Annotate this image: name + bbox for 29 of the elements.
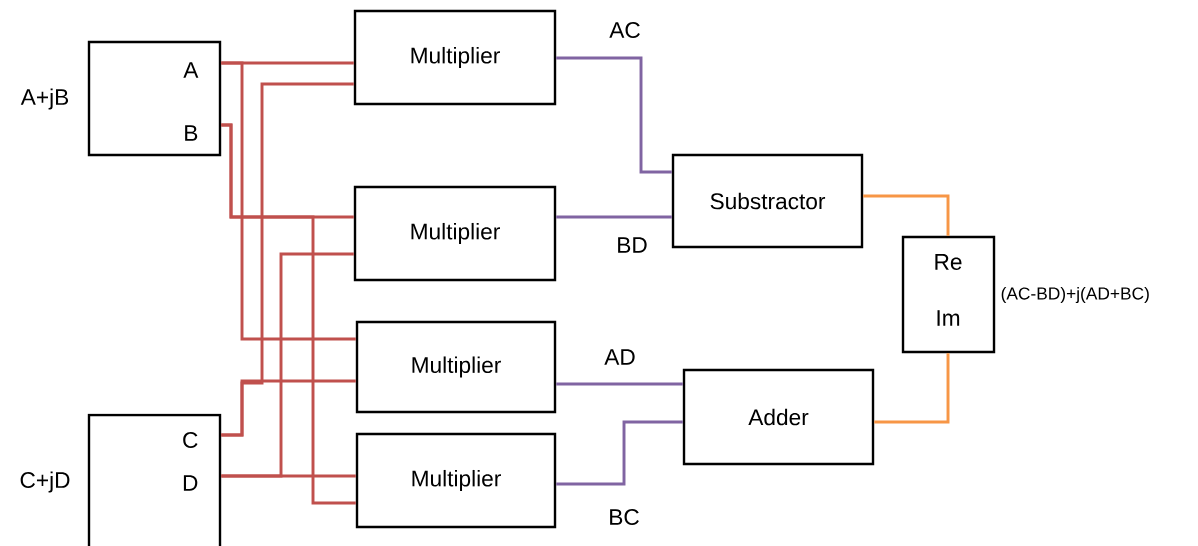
subtractor-box: Substractor [671, 153, 864, 249]
port-label: A [183, 62, 199, 78]
signal-label: Re [935, 254, 962, 270]
wire [863, 194, 950, 236]
signal-label: C+jD [20, 471, 70, 493]
edge-label: BC [606, 507, 642, 527]
wire [874, 353, 950, 424]
adder-box: Adder [682, 368, 875, 466]
wire [556, 382, 683, 386]
multiplier-box: Multiplier [353, 9, 557, 106]
wire [221, 82, 354, 437]
signal-label: (AC-BD)+j(AD+BC) [1001, 286, 1149, 304]
edge-label: AC [607, 20, 643, 40]
wire [221, 252, 354, 478]
multiplier-box: Multiplier [355, 320, 557, 414]
multiplier-box: Multiplier [355, 432, 557, 529]
port-label: D [183, 475, 198, 491]
edge-label: AD [602, 347, 638, 367]
signal-label: A+jB [20, 88, 69, 110]
port-label: B [185, 125, 198, 141]
port-label: C [183, 432, 198, 449]
wire [556, 56, 672, 174]
edge-label: BD [614, 235, 650, 255]
wire [556, 215, 672, 219]
wire [221, 61, 356, 341]
signal-label: Im [937, 310, 960, 326]
multiplier-box: Multiplier [353, 185, 557, 282]
wire [221, 123, 356, 505]
wire [556, 420, 683, 486]
